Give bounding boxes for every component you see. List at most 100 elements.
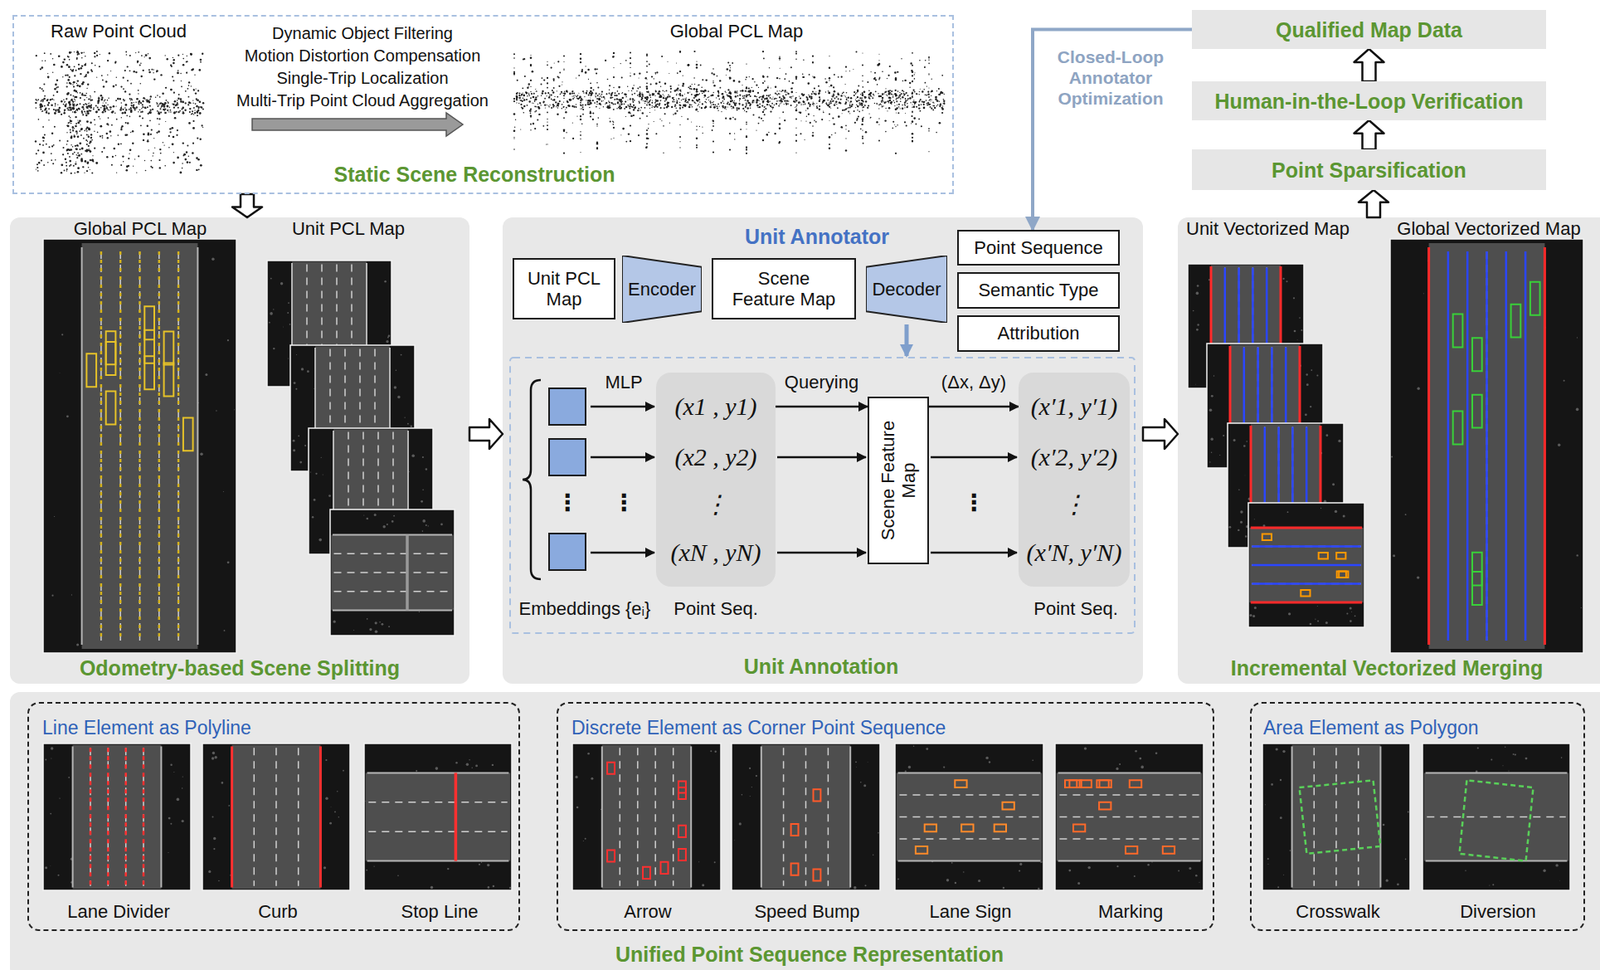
cloud-point (886, 101, 888, 103)
cloud-point (58, 108, 61, 112)
cloud-point (744, 95, 746, 98)
cloud-point (885, 131, 887, 133)
cloud-point (596, 147, 599, 150)
cloud-point (523, 105, 526, 107)
cloud-point (75, 130, 78, 133)
cloud-point (523, 98, 526, 101)
cloud-point (43, 105, 46, 107)
cloud-point (816, 106, 818, 109)
cloud-point (709, 101, 711, 103)
cloud-point (57, 109, 59, 112)
cloud-point (83, 52, 85, 54)
cloud-point (133, 107, 135, 109)
cloud-point (78, 130, 81, 132)
cloud-point (518, 94, 521, 97)
cloud-point (582, 90, 584, 93)
cloud-point (830, 107, 832, 109)
cloud-point (141, 103, 144, 106)
cloud-point (141, 106, 144, 108)
cloud-point (878, 104, 881, 107)
cloud-point (170, 64, 172, 67)
cloud-point (629, 75, 632, 78)
cloud-point (928, 63, 930, 65)
cloud-point (196, 111, 199, 113)
cloud-point (89, 121, 92, 124)
cloud-point (716, 105, 719, 107)
cloud-point (596, 146, 599, 149)
cloud-point (670, 91, 672, 93)
cloud-point (104, 111, 106, 112)
cloud-point (695, 66, 698, 69)
cloud-point (142, 132, 146, 136)
cloud-point (553, 77, 555, 80)
cloud-point (170, 131, 172, 133)
cloud-point (787, 102, 788, 104)
cloud-point (115, 99, 117, 102)
cloud-point (697, 93, 700, 96)
cloud-point (173, 58, 176, 61)
cloud-point (772, 107, 774, 109)
cloud-point (699, 92, 701, 94)
cloud-point (647, 123, 649, 125)
cloud-point (199, 58, 203, 62)
cloud-point (680, 116, 682, 117)
cloud-point (193, 88, 195, 91)
cloud-point (195, 97, 198, 100)
cloud-point (552, 106, 554, 107)
cloud-point (134, 106, 137, 109)
cloud-point (619, 106, 622, 109)
cloud-point (661, 55, 663, 58)
cloud-point (39, 68, 42, 70)
cloud-point (65, 97, 68, 100)
cloud-point (105, 80, 107, 83)
cloud-point (84, 102, 87, 105)
cloud-point (121, 108, 124, 111)
cloud-point (76, 156, 78, 159)
cloud-point (77, 152, 79, 155)
cloud-point (76, 154, 78, 156)
cloud-point (133, 70, 136, 73)
cloud-point (613, 98, 616, 101)
cloud-point (69, 129, 72, 132)
cloud-point (130, 110, 133, 113)
cloud-point (125, 103, 128, 107)
cloud-point (137, 155, 140, 157)
cloud-point (646, 102, 648, 103)
cloud-point (695, 126, 697, 127)
cloud-point (681, 94, 684, 97)
cloud-point (707, 90, 710, 93)
cloud-point (80, 127, 83, 131)
cloud-point (904, 112, 906, 114)
cloud-point (745, 111, 747, 112)
cloud-point (695, 89, 698, 92)
cloud-point (862, 86, 865, 88)
cloud-point (193, 106, 195, 109)
cloud-point (74, 162, 77, 165)
cloud-point (646, 54, 648, 57)
cloud-point (90, 99, 93, 102)
cloud-point (196, 111, 200, 114)
cloud-point (87, 83, 89, 86)
cloud-point (56, 87, 59, 89)
cloud-point (90, 133, 93, 136)
cloud-point (715, 97, 717, 98)
cloud-point (690, 93, 693, 96)
cloud-point (838, 101, 842, 104)
cloud-point (876, 102, 878, 104)
cloud-point (621, 77, 623, 79)
cloud-point (130, 131, 132, 133)
cloud-point (828, 77, 831, 79)
cloud-point (64, 74, 67, 77)
cloud-point (738, 102, 740, 105)
cloud-point (942, 105, 944, 107)
cloud-point (189, 53, 193, 56)
cloud-point (913, 106, 916, 109)
cloud-point (617, 92, 620, 95)
cloud-point (182, 141, 185, 144)
cloud-point (179, 72, 182, 75)
cloud-point (135, 101, 137, 103)
cloud-point (752, 90, 754, 93)
cloud-point (528, 92, 530, 94)
cloud-point (97, 108, 101, 112)
cloud-point (668, 72, 670, 74)
